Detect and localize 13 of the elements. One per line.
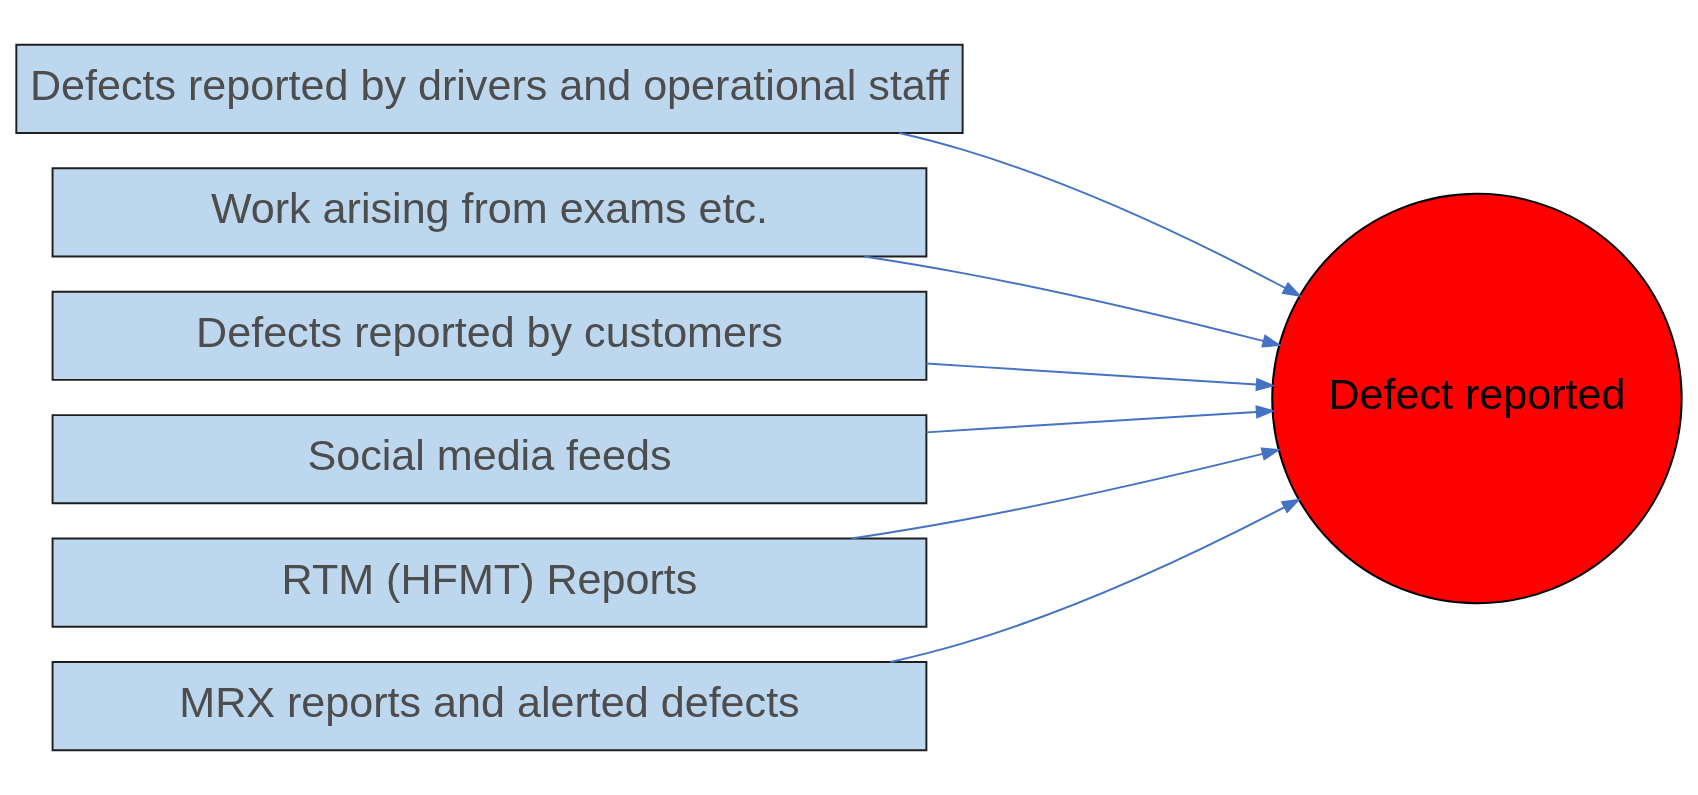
node-box: RTM (HFMT) Reports [51,537,928,628]
arrow [889,498,1302,663]
arrow [863,255,1282,348]
node-box: Defects reported by customers [51,290,928,381]
arrow [925,405,1276,434]
node-box: Social media feeds [51,414,928,505]
node-box: Defects reported by drivers and operational staff [15,43,964,134]
arrow [898,132,1302,297]
arrow [850,447,1282,540]
node-circle: Defect reported [1271,192,1683,605]
arrow [925,362,1276,392]
node-box: Work arising from exams etc. [51,167,928,258]
node-box: MRX reports and alerted defects [51,661,928,752]
